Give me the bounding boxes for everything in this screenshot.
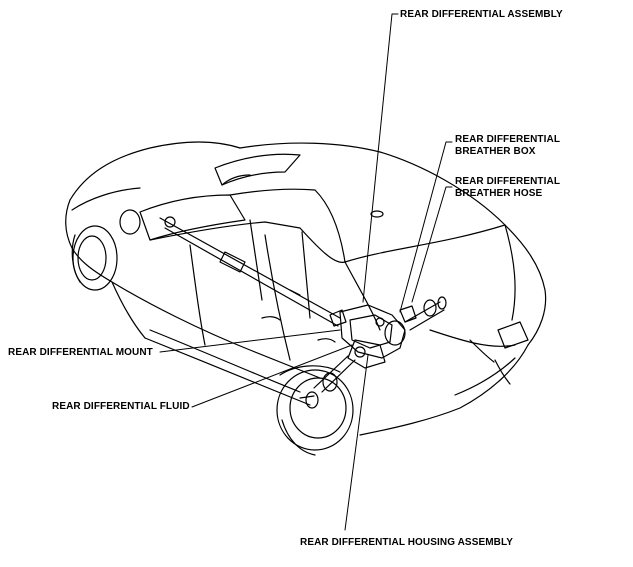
label-rear-differential-assembly: REAR DIFFERENTIAL ASSEMBLY (400, 9, 563, 20)
front-wheel (71, 225, 118, 291)
car-body-outline (65, 141, 547, 436)
label-breather-box-line1: REAR DIFFERENTIAL (455, 134, 561, 145)
label-rear-differential-fluid: REAR DIFFERENTIAL FLUID (52, 401, 190, 412)
label-rear-differential-housing-assembly: REAR DIFFERENTIAL HOUSING ASSEMBLY (300, 537, 514, 548)
leader-lines (159, 13, 453, 531)
label-breather-hose-line2: BREATHER HOSE (455, 188, 543, 199)
label-rear-differential-mount: REAR DIFFERENTIAL MOUNT (8, 347, 153, 358)
rear-axle-shafts (299, 296, 447, 409)
label-breather-box-line2: BREATHER BOX (455, 146, 536, 157)
label-breather-hose-line1: REAR DIFFERENTIAL (455, 176, 561, 187)
propeller-shaft (159, 216, 341, 327)
differential-assembly (329, 304, 417, 369)
rear-wheel (276, 365, 354, 456)
